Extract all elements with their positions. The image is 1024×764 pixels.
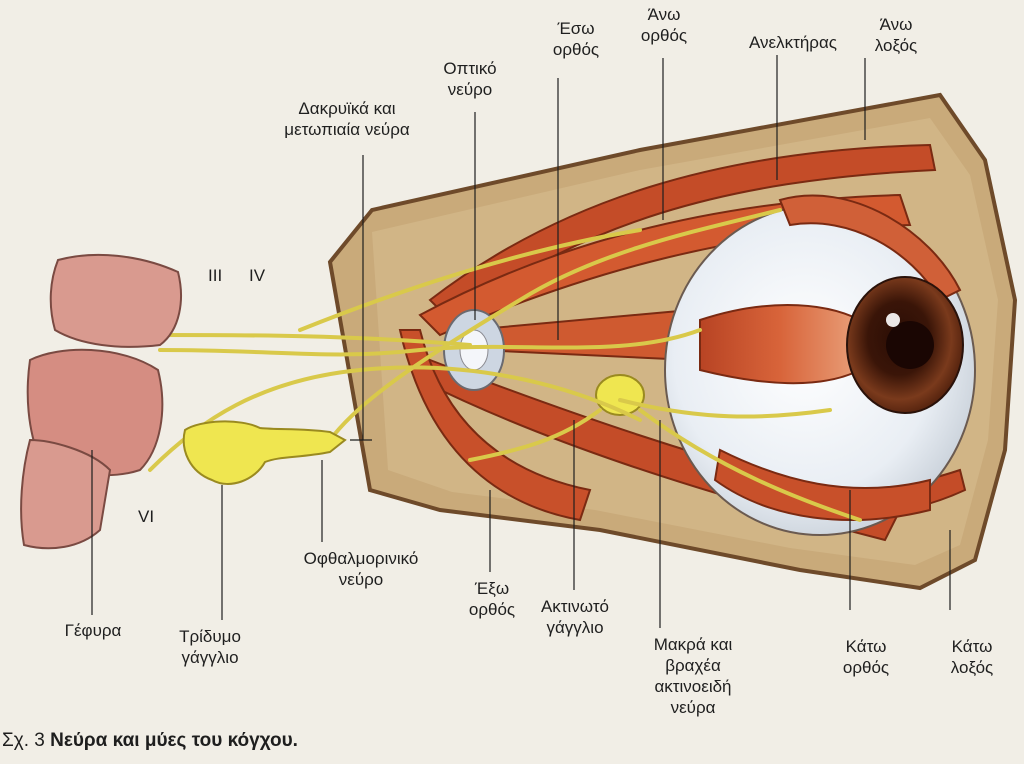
label-dakryika: Δακρυϊκά και μετωπιαία νεύρα xyxy=(254,98,440,140)
caption-title: Νεύρα και μύες του κόγχου. xyxy=(50,730,298,751)
label-eso-orthos: Έσω ορθός xyxy=(540,18,612,60)
label-anelktiras: Ανελκτήρας xyxy=(728,32,858,53)
brainstem xyxy=(21,255,181,548)
figure-caption: Σχ. 3 Νεύρα και μύες του κόγχου. xyxy=(2,729,298,753)
label-ano-orthos: Άνω ορθός xyxy=(628,4,700,46)
cornea xyxy=(847,277,963,413)
label-gefyra: Γέφυρα xyxy=(48,620,138,641)
label-optiko-neuro: Οπτικό νεύρο xyxy=(430,58,510,100)
label-nerve-vi: VI xyxy=(138,506,154,527)
label-tridymo: Τρίδυμο γάγγλιο xyxy=(160,626,260,668)
label-makra: Μακρά και βραχέα ακτινοειδή νεύρα xyxy=(640,634,746,718)
label-aktinoto: Ακτινωτό γάγγλιο xyxy=(530,596,620,638)
label-nerve-iv: IV xyxy=(249,265,265,286)
label-kato-orthos: Κάτω ορθός xyxy=(830,636,902,678)
label-ano-loxos: Άνω λοξός xyxy=(860,14,932,56)
label-kato-loxos: Κάτω λοξός xyxy=(934,636,1010,678)
label-exo-orthos: Έξω ορθός xyxy=(462,578,522,620)
label-ofthalmoriniko: Οφθαλμορινικό νεύρο xyxy=(296,548,426,590)
label-nerve-iii: III xyxy=(208,265,222,286)
caption-prefix: Σχ. 3 xyxy=(2,730,45,751)
trigeminal-ganglion xyxy=(184,421,345,484)
